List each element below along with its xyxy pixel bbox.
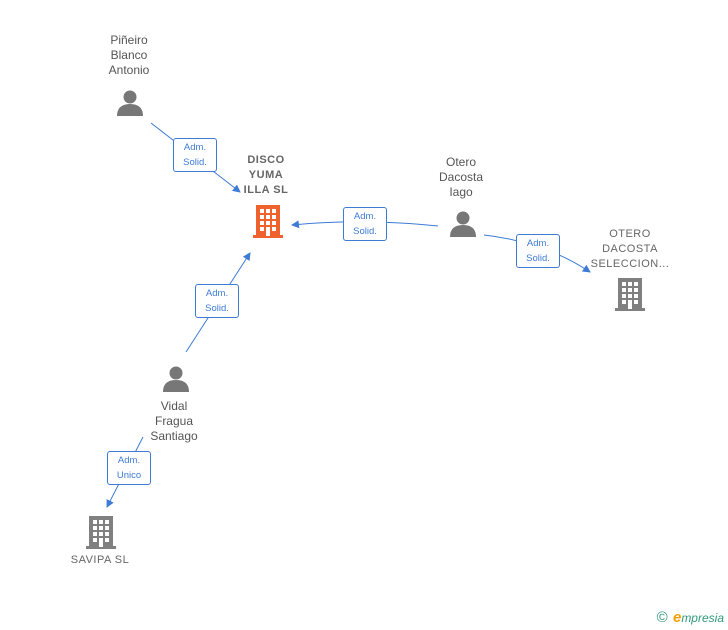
relation-role: Adm. [183,142,207,153]
building-icon[interactable] [614,276,646,312]
relation-type: Solid. [526,253,550,264]
person-name-otero[interactable]: Otero Dacosta Iago [438,155,484,199]
company-name-savipa[interactable]: SAVIPA SL [70,554,130,566]
person-icon[interactable] [115,88,145,118]
person-icon[interactable] [448,209,478,239]
relation-type: Unico [116,470,142,481]
relation-role: Adm. [526,238,550,249]
relation-type: Solid. [205,303,229,314]
relation-label-otero-disco[interactable]: Adm. Solid. [343,207,387,241]
relation-label-otero-otero-dacosta[interactable]: Adm. Solid. [516,234,560,268]
company-name-otero-dacosta[interactable]: OTERO DACOSTA SELECCION... [590,228,670,270]
relation-label-vidal-savipa[interactable]: Adm. Unico [107,451,151,485]
brand-logo-initial: e [672,609,682,626]
company-name-disco[interactable]: DISCO YUMA ILLA SL [243,154,289,196]
building-icon-focus[interactable] [252,203,284,239]
person-name-vidal[interactable]: Vidal Fragua Santiago [150,399,198,443]
building-icon[interactable] [85,514,117,550]
relation-type: Solid. [183,157,207,168]
relation-type: Solid. [353,226,377,237]
relation-role: Adm. [353,211,377,222]
relation-role: Adm. [117,455,141,466]
brand-logo-text: mpresia [681,611,724,625]
relation-label-vidal-disco[interactable]: Adm. Solid. [195,284,239,318]
relation-role: Adm. [205,288,229,299]
person-icon[interactable] [161,364,191,394]
person-name-pineiro[interactable]: Piñeiro Blanco Antonio [108,33,150,77]
relation-label-pineiro-disco[interactable]: Adm. Solid. [173,138,217,172]
copyright-icon: © [656,609,668,626]
footer-brand: © empresia [657,609,724,626]
